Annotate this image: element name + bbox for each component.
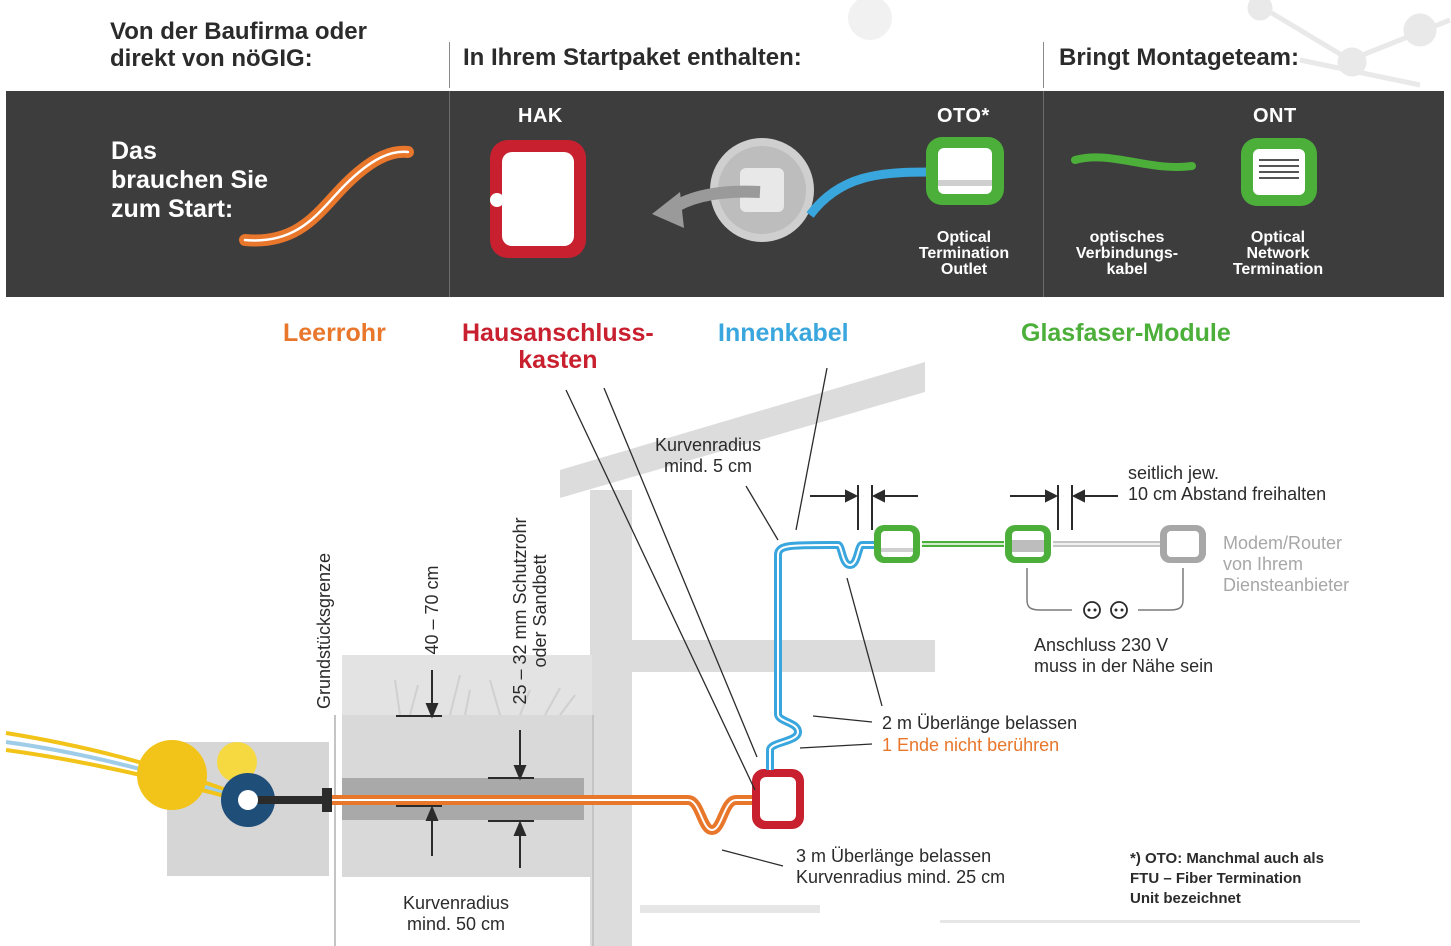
note-spacing: seitlich jew. 10 cm Abstand freihalten — [1128, 463, 1327, 504]
orange-duct-icon — [239, 145, 414, 247]
ont-label: ONT — [1253, 105, 1297, 127]
leader-lines — [565, 367, 883, 867]
oto-icon — [874, 525, 920, 563]
label-depth: 40 – 70 cm — [422, 565, 442, 655]
modem-icon — [1160, 525, 1206, 563]
ont-caption: Optical Network Termination — [1232, 229, 1324, 278]
junction-circle-small — [217, 742, 257, 782]
category-innenkabel: Innenkabel — [718, 319, 849, 347]
power-bracket — [1026, 568, 1184, 611]
heading-divider — [1043, 42, 1044, 88]
note-overlength-3m: 3 m Überlänge belassen Kurvenradius mind… — [796, 846, 1006, 887]
band-divider — [449, 91, 450, 297]
house-outline — [560, 362, 1360, 946]
patch-cable-icon — [1071, 153, 1196, 171]
hak-box-icon — [490, 140, 586, 258]
label-boundary: Grundstücksgrenze — [314, 552, 334, 710]
note-curve-5: Kurvenradius mind. 5 cm — [655, 435, 762, 476]
hak-box-icon — [752, 769, 804, 829]
heading-installer: Bringt Montageteam: — [1059, 44, 1299, 71]
innenkabel-run — [766, 541, 885, 770]
ont-icon — [1005, 525, 1051, 563]
heading-starter-pack: In Ihrem Startpaket enthalten: — [463, 44, 802, 71]
wall-outlet-icon — [652, 138, 814, 242]
note-power: Anschluss 230 V muss in der Nähe sein — [1034, 635, 1214, 676]
incoming-cables — [5, 731, 241, 802]
category-leerrohr: Leerrohr — [283, 319, 386, 347]
oto-label: OTO* — [937, 105, 990, 127]
note-dont-touch: 1 Ende nicht berühren — [882, 735, 1060, 755]
category-glasfaser: Glasfaser-Module — [1021, 319, 1231, 347]
category-hausanschluss: Hausanschluss- kasten — [462, 319, 654, 374]
connector-bar — [258, 796, 330, 804]
power-socket-pins — [1087, 608, 1124, 612]
power-socket-icon — [1083, 601, 1128, 619]
note-footnote: *) OTO: Manchmal auch als FTU – Fiber Te… — [1130, 850, 1324, 907]
note-overlength-2m: 2 m Überlänge belassen — [882, 713, 1078, 733]
hak-label: HAK — [518, 105, 563, 127]
oto-caption: Optical Termination Outlet — [918, 229, 1010, 278]
cable-caption: optisches Verbindungs- kabel — [1075, 229, 1179, 278]
blue-cable-icon — [806, 167, 931, 218]
note-curve-50: Kurvenradius mind. 50 cm — [403, 893, 510, 934]
heading-supplier: Von der Baufirma oder direkt von nöGIG: — [110, 18, 367, 72]
connector-cap — [322, 788, 332, 812]
ont-icon — [1241, 138, 1317, 206]
label-conduit: 25 – 32 mm Schutzrohr oder Sandbett — [510, 517, 550, 705]
handhole-core — [238, 790, 258, 810]
dimension-markers — [396, 670, 534, 868]
note-modem: Modem/Router von Ihrem Diensteanbieter — [1223, 533, 1350, 595]
leerrohr-run — [332, 795, 760, 836]
heading-divider — [449, 42, 450, 88]
spacing-markers — [810, 485, 1118, 530]
junction-circle — [137, 740, 207, 810]
oto-icon — [926, 137, 1004, 205]
start-text: Das brauchen Sie zum Start: — [111, 137, 268, 223]
band-divider — [1043, 91, 1044, 297]
